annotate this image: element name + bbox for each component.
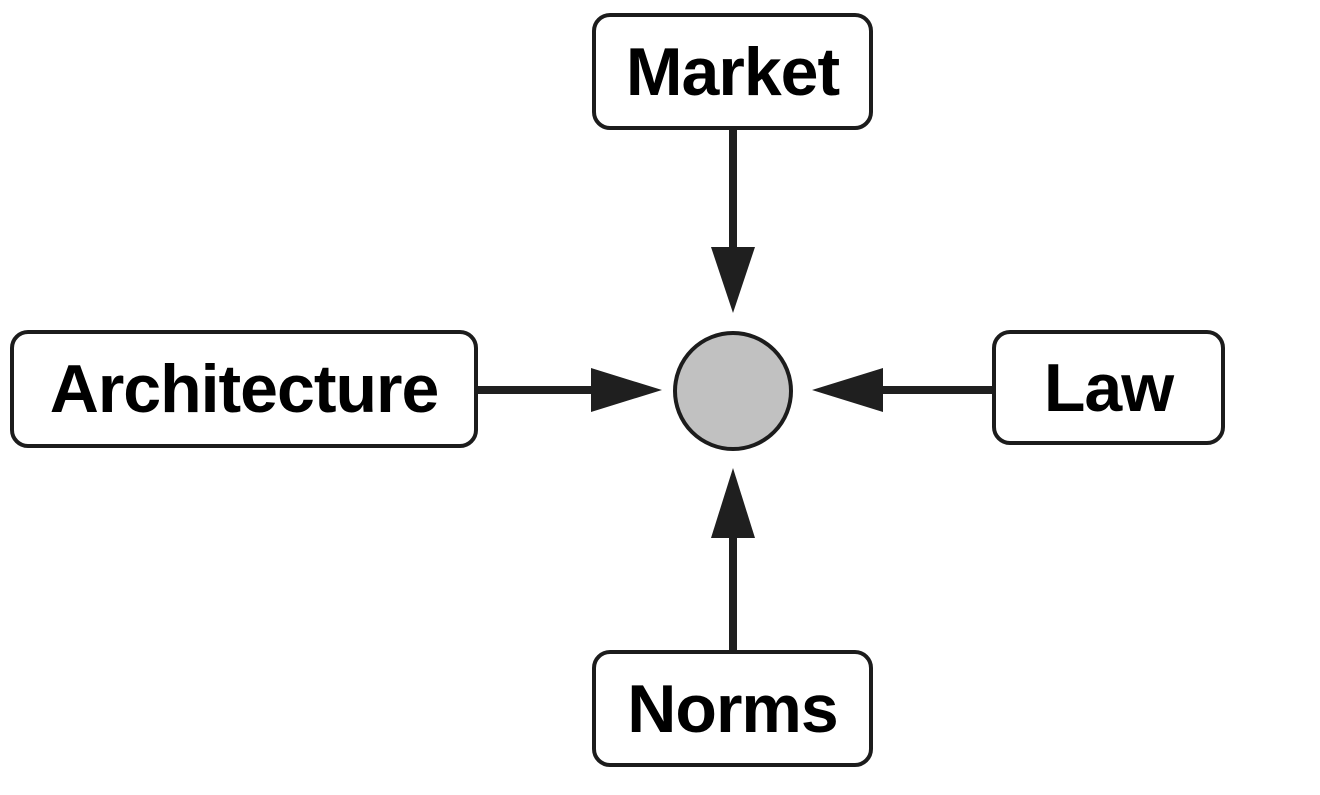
node-market-label: Market	[625, 33, 840, 110]
node-law: Law	[992, 330, 1225, 445]
node-norms-label: Norms	[627, 670, 838, 747]
arrow-norms-to-dot	[711, 468, 755, 650]
node-norms: Norms	[592, 650, 873, 767]
regulated-dot-node	[673, 331, 793, 451]
node-market: Market	[592, 13, 873, 130]
node-architecture: Architecture	[10, 330, 478, 448]
node-law-label: Law	[1043, 349, 1174, 426]
arrow-law-to-dot	[812, 368, 992, 412]
arrow-market-to-dot	[711, 130, 755, 313]
node-architecture-label: Architecture	[49, 351, 440, 427]
arrow-architecture-to-dot	[478, 368, 662, 412]
